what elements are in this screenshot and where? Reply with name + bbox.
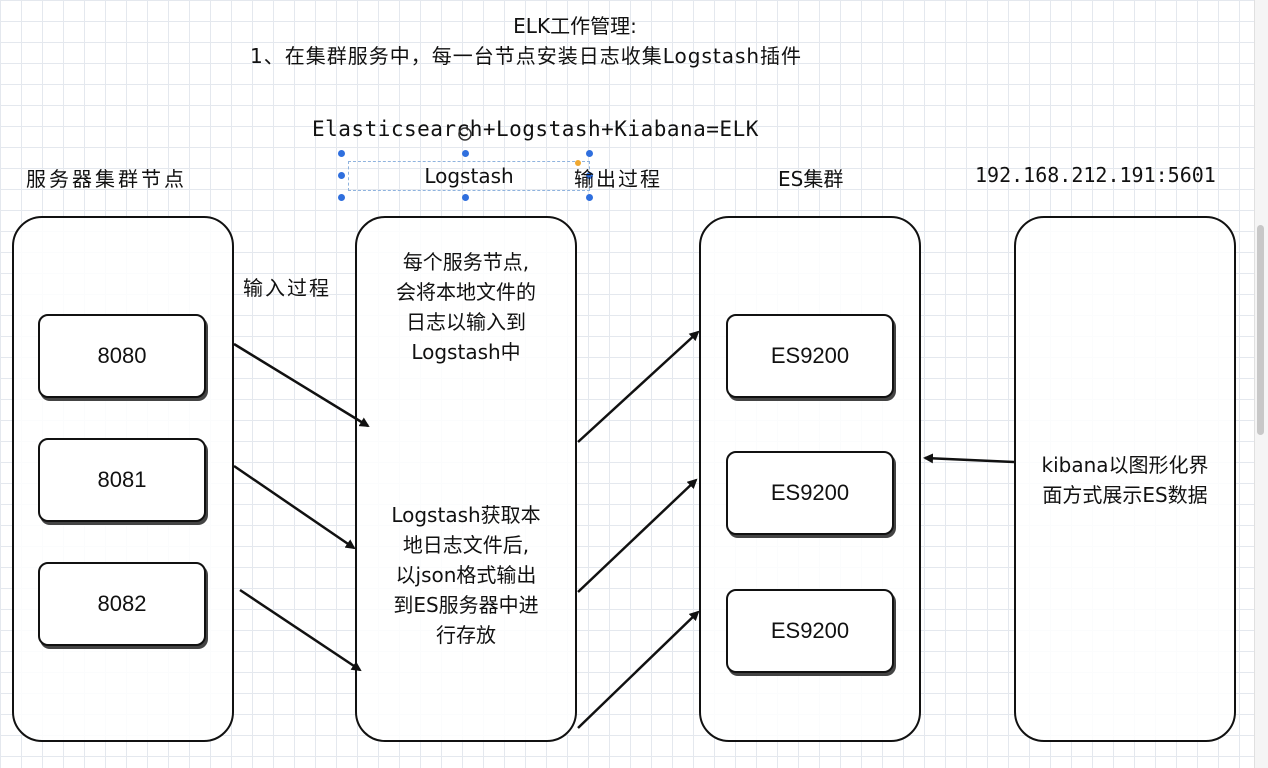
server-node-label: 8080 (97, 343, 147, 368)
text-line: 日志以输入到 (406, 310, 526, 334)
server-node-8081[interactable]: 8081 (38, 438, 206, 522)
input-arrow-8080[interactable] (233, 342, 370, 428)
diagram-subtitle: 1、在集群服务中，每一台节点安装日志收集Logstash插件 (250, 44, 803, 68)
logstash-output-description: Logstash获取本 地日志文件后, 以json格式输出 到ES服务器中进 行… (360, 500, 572, 650)
text-line: 地日志文件后, (402, 533, 530, 557)
selection-handle[interactable] (586, 194, 593, 201)
selection-handle[interactable] (338, 150, 345, 157)
es-node-3[interactable]: ES9200 (726, 589, 894, 673)
text-line: 面方式展示ES数据 (1042, 483, 1208, 507)
text-line: Logstash中 (411, 340, 521, 364)
text-line: 行存放 (436, 623, 496, 647)
text-line: kibana以图形化界 (1041, 453, 1209, 477)
output-process-header: 输出过程 (574, 167, 662, 191)
es-node-2[interactable]: ES9200 (726, 451, 894, 535)
servers-header: 服务器集群节点 (26, 167, 187, 191)
input-process-label: 输入过程 (243, 276, 331, 300)
text-line: 到ES服务器中进 (393, 593, 539, 617)
logstash-input-description: 每个服务节点, 会将本地文件的 日志以输入到 Logstash中 (360, 247, 572, 367)
es-node-label: ES9200 (770, 343, 850, 368)
input-arrow-8081[interactable] (233, 464, 356, 550)
text-line: Logstash获取本 (391, 503, 541, 527)
selection-handle[interactable] (586, 172, 593, 179)
text-line: 以json格式输出 (395, 563, 537, 587)
logstash-header-text: Logstash (424, 164, 514, 188)
selection-handle[interactable] (462, 150, 469, 157)
kibana-read-arrow[interactable] (923, 453, 1015, 464)
es-node-label: ES9200 (770, 480, 850, 505)
output-arrow-es2[interactable] (577, 478, 698, 593)
server-node-label: 8081 (97, 467, 147, 492)
elk-formula: Elasticsearch+Logstash+Kiabana=ELK (312, 117, 759, 141)
output-arrow-es1[interactable] (577, 330, 700, 443)
server-node-8080[interactable]: 8080 (38, 314, 206, 398)
vertical-scrollbar-thumb[interactable] (1257, 225, 1264, 435)
es-node-label: ES9200 (770, 618, 850, 643)
server-node-label: 8082 (97, 591, 147, 616)
rotate-cursor-icon (458, 125, 472, 141)
kibana-address: 192.168.212.191:5601 (975, 163, 1216, 187)
input-arrow-8082[interactable] (239, 588, 362, 672)
selection-handle[interactable] (586, 150, 593, 157)
selection-handle[interactable] (462, 194, 469, 201)
text-line: 会将本地文件的 (396, 280, 536, 304)
es-cluster-header: ES集群 (778, 167, 844, 191)
selection-handle[interactable] (338, 194, 345, 201)
server-node-8082[interactable]: 8082 (38, 562, 206, 646)
output-arrow-es3[interactable] (577, 610, 700, 729)
selection-handle[interactable] (338, 172, 345, 179)
diagram-title: ELK工作管理: (513, 14, 637, 38)
anchor-handle[interactable] (575, 160, 581, 166)
es-node-1[interactable]: ES9200 (726, 314, 894, 398)
kibana-container[interactable] (1014, 216, 1236, 742)
text-line: 每个服务节点, (402, 250, 530, 274)
logstash-container[interactable] (355, 216, 577, 742)
kibana-description: kibana以图形化界 面方式展示ES数据 (1017, 450, 1233, 510)
